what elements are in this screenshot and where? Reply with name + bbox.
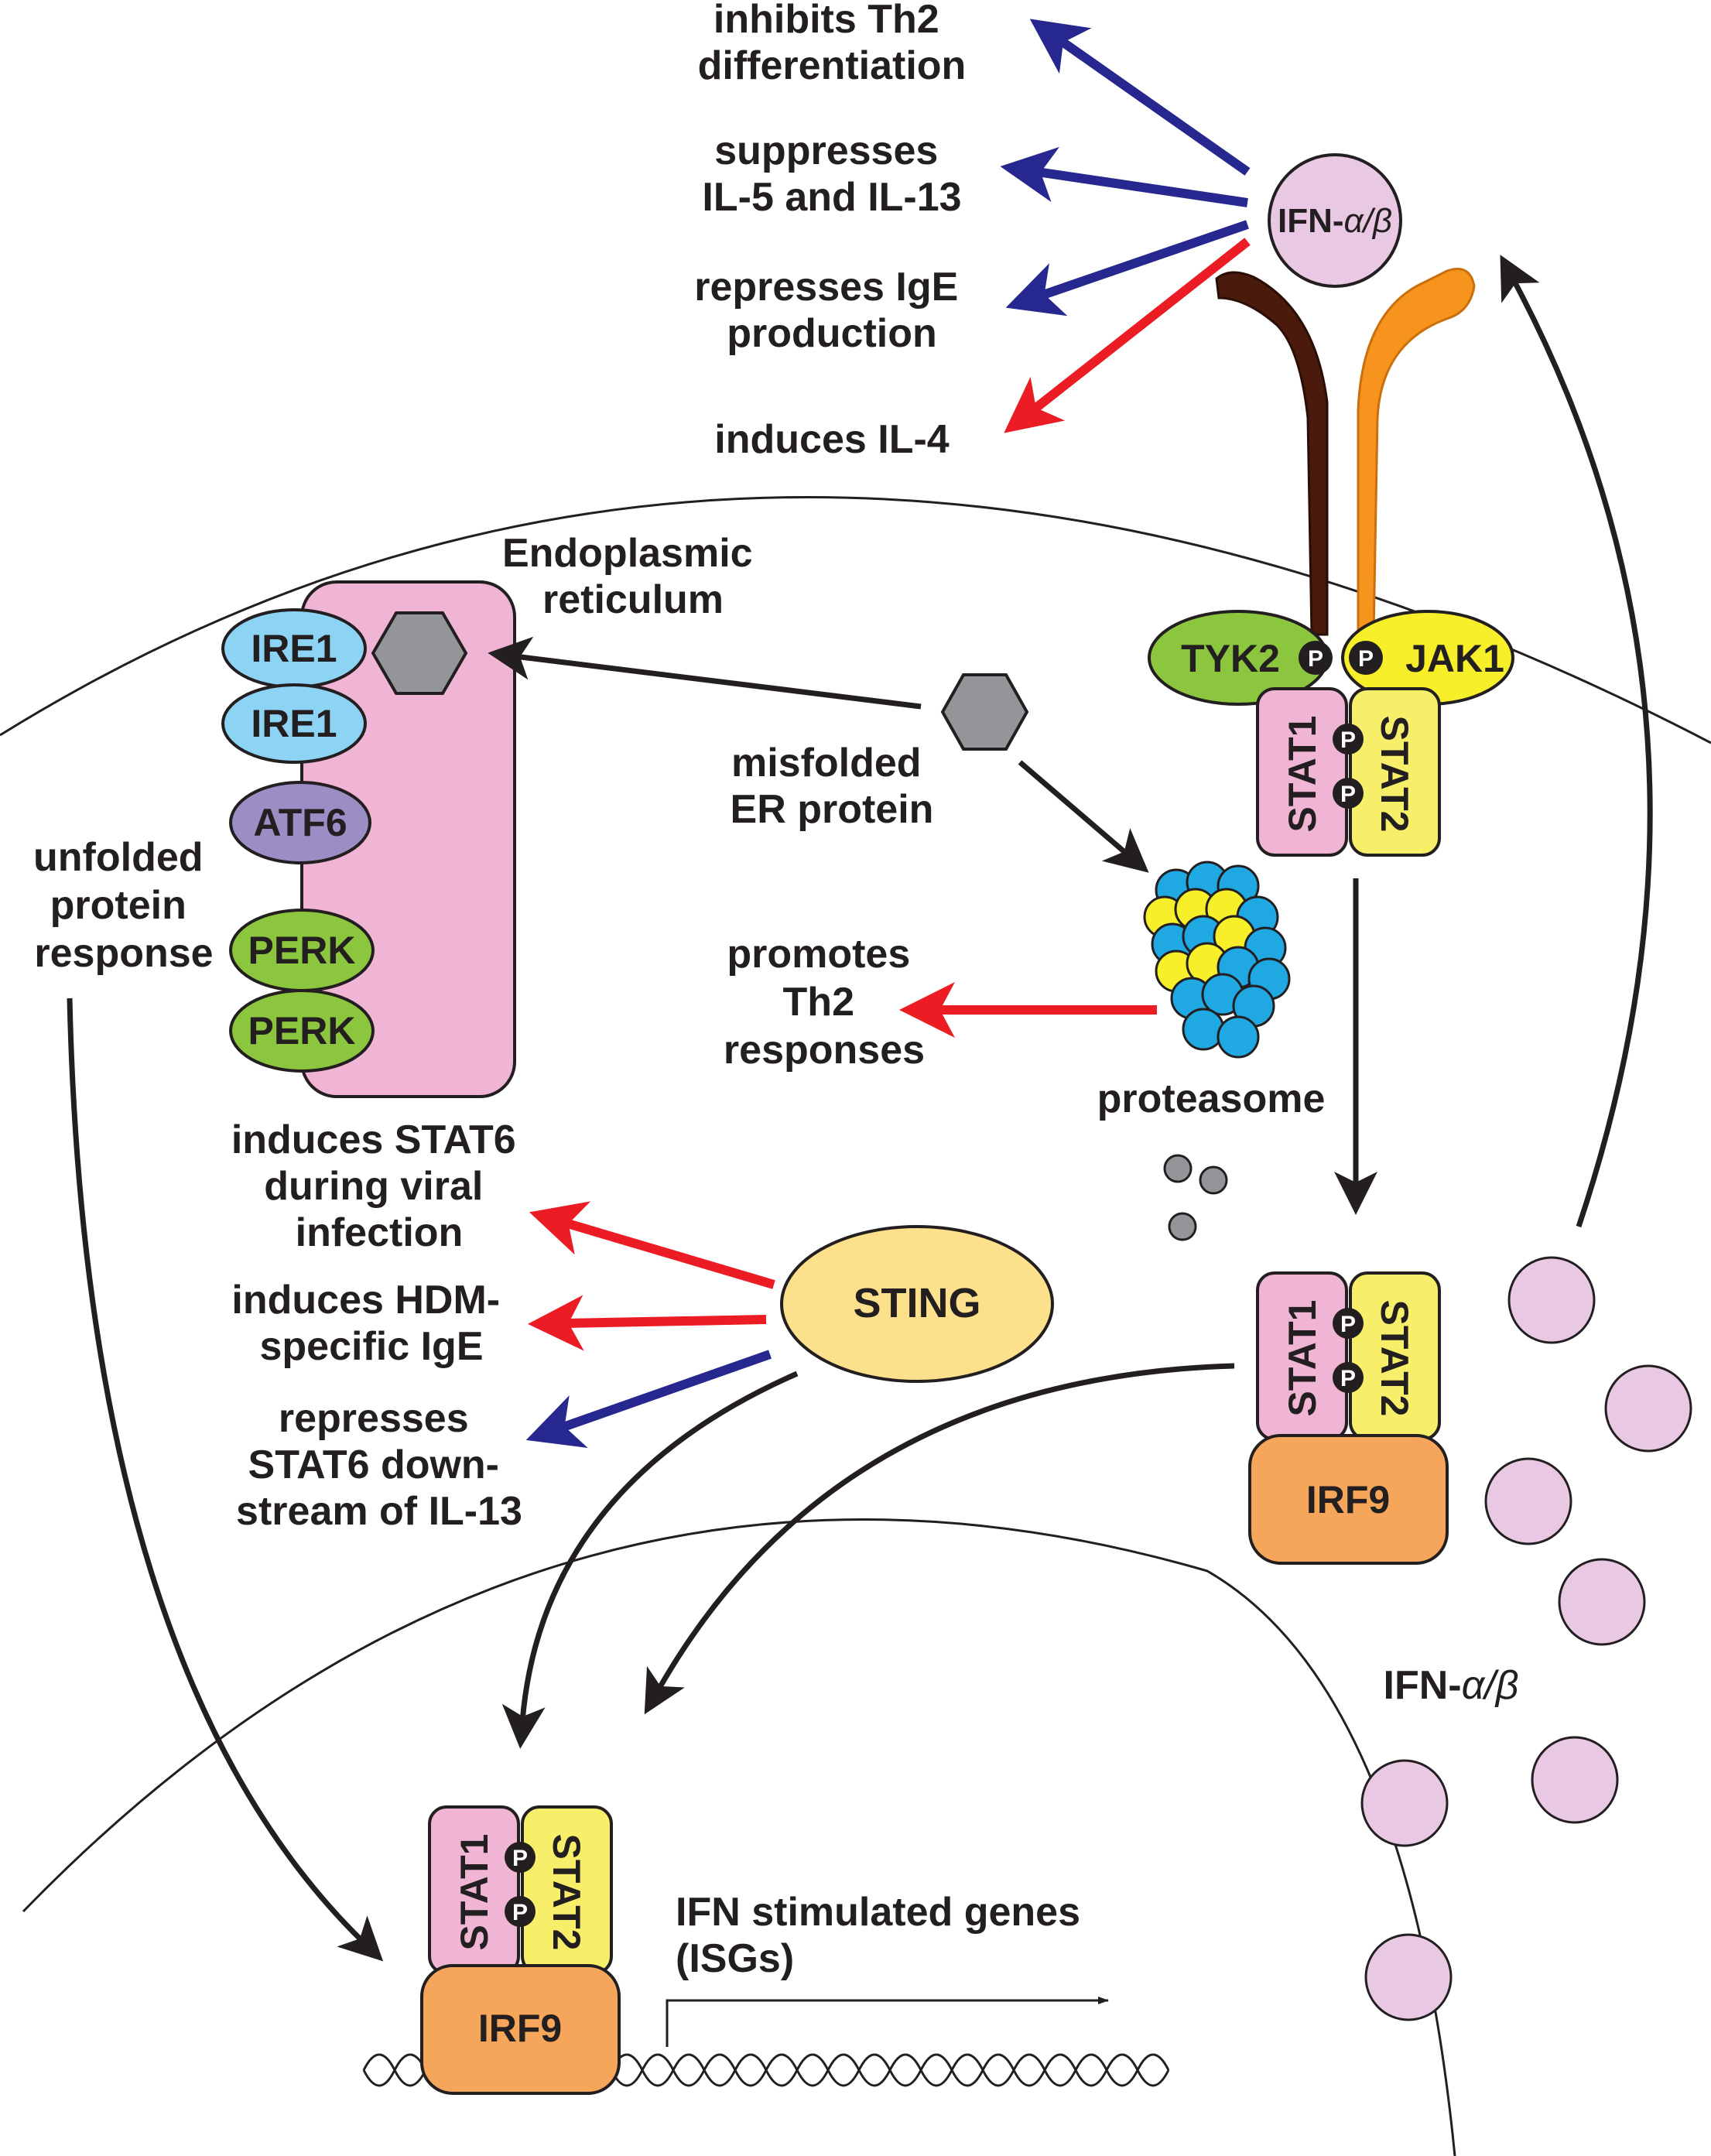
phospho-label: P [512, 1846, 528, 1871]
secreted-ifn [1507, 1256, 1596, 1344]
arrow-feedback-ifn [1500, 255, 1653, 1228]
secreted-ifn [1558, 1558, 1646, 1646]
arrow-misfolded-to-er [488, 636, 922, 710]
irf9-nucleus-label: IRF9 [478, 2007, 562, 2050]
phospho-label: P [1340, 1312, 1356, 1337]
phospho-label: P [1358, 646, 1374, 672]
secreted-ifn [1531, 1736, 1619, 1824]
misfolded-protein [940, 673, 1029, 751]
stat2-isgf3-label: STAT2 [1373, 1300, 1416, 1417]
irf9-nucleus [420, 1964, 621, 2095]
phospho-tyk2 [1299, 641, 1333, 675]
arrow-inhibits-th2 [1029, 19, 1251, 176]
ifn-ligand [1268, 153, 1402, 288]
secreted-ifn [1360, 1759, 1449, 1847]
arrow-suppresses [1000, 146, 1248, 207]
arrow-induces-stat6 [529, 1201, 775, 1289]
phospho-stat-receptor-2 [1333, 778, 1364, 809]
peptide-fragment [1163, 1154, 1193, 1183]
arrow-sting-to-nucleus [501, 1371, 799, 1749]
phospho-stat-nucleus-2 [505, 1896, 536, 1927]
secreted-ifn-label: IFN-α/β [1384, 1663, 1519, 1708]
phospho-stat-receptor-1 [1333, 724, 1364, 755]
secreted-ifn [1364, 1933, 1453, 2021]
stat1-receptor-label: STAT1 [1281, 716, 1324, 833]
stat1-nucleus-label: STAT1 [453, 1834, 496, 1951]
ire1-sensor-1-label: IRE1 [251, 627, 337, 670]
label-represses-ige: represses IgE production [694, 265, 970, 356]
tyk2-label: TYK2 [1181, 637, 1280, 680]
arrow-represses-ige [1005, 220, 1249, 317]
stat2-receptor [1349, 687, 1441, 857]
arrow-upr-to-nucleus [67, 998, 384, 1962]
ifnar2-chain [1357, 268, 1476, 636]
transcription-start-arrow [666, 1997, 1109, 2047]
label-proteasome: proteasome [1097, 1076, 1326, 1121]
label-induces-il4: induces IL-4 [714, 417, 949, 462]
atf6-sensor [229, 781, 371, 864]
label-misfolded: misfolded ER protein [731, 741, 934, 832]
phospho-label: P [512, 1900, 528, 1925]
label-inhibits-th2: inhibits Th2 differentiation [698, 0, 967, 88]
ire1-sensor-2 [221, 683, 367, 764]
perk-sensor-2 [229, 989, 375, 1073]
secreted-ifn [1484, 1457, 1572, 1545]
stat2-nucleus-label: STAT2 [545, 1834, 588, 1951]
phospho-label: P [1340, 1366, 1356, 1391]
stat1-isgf3-label: STAT1 [1281, 1300, 1324, 1417]
phospho-label: P [1340, 782, 1356, 807]
phospho-label: P [1308, 646, 1323, 672]
ifnar1-chain [1215, 271, 1329, 636]
arrow-isgf3-to-nucleus [644, 1363, 1235, 1715]
perk-sensor-1-label: PERK [248, 929, 356, 972]
phospho-stat-isgf3-2 [1333, 1362, 1364, 1393]
er-title: Endoplasmic reticulum [502, 531, 764, 622]
stat2-receptor-label: STAT2 [1373, 716, 1416, 833]
proteasome [1143, 861, 1291, 1059]
nuclear-membrane [22, 1518, 1456, 2156]
arrow-represses-stat6 [525, 1350, 772, 1448]
label-isgs: IFN stimulated genes (ISGs) [676, 1890, 1091, 1981]
irf9-isgf3-label: IRF9 [1306, 1478, 1390, 1521]
perk-sensor-2-label: PERK [248, 1009, 356, 1052]
phospho-label: P [1340, 727, 1356, 753]
ire1-sensor-2-label: IRE1 [251, 702, 337, 745]
sting [780, 1225, 1054, 1383]
label-suppresses: suppresses IL-5 and IL-13 [702, 128, 961, 220]
peptide-fragment [1168, 1212, 1197, 1241]
jak1-label: JAK1 [1405, 637, 1504, 680]
irf9-isgf3 [1248, 1434, 1449, 1565]
peptide-fragment [1199, 1165, 1228, 1195]
phospho-stat-isgf3-1 [1333, 1308, 1364, 1339]
atf6-sensor-label: ATF6 [253, 801, 347, 844]
phospho-jak1 [1349, 641, 1383, 675]
arrow-misfolded-to-proteasome [1018, 760, 1149, 873]
misfolded-protein-in-er [371, 611, 468, 695]
label-upr: unfolded protein response [33, 835, 214, 976]
stat1-receptor [1256, 687, 1348, 857]
secreted-ifn [1604, 1364, 1692, 1453]
arrow-induces-hdm [528, 1295, 767, 1351]
ifn-ligand-label: IFN-α/β [1278, 202, 1392, 240]
sting-label: STING [853, 1280, 980, 1326]
label-induces-hdm: induces HDM- specific IgE [231, 1278, 511, 1369]
phospho-stat-nucleus-1 [505, 1842, 536, 1873]
label-induces-stat6: induces STAT6 during viral infection [231, 1117, 527, 1255]
label-represses-stat6: represses STAT6 down- stream of IL-13 [236, 1396, 522, 1534]
label-promotes-th2: promotes Th2 responses [724, 932, 925, 1073]
arrow-induces-il4 [1004, 238, 1251, 433]
